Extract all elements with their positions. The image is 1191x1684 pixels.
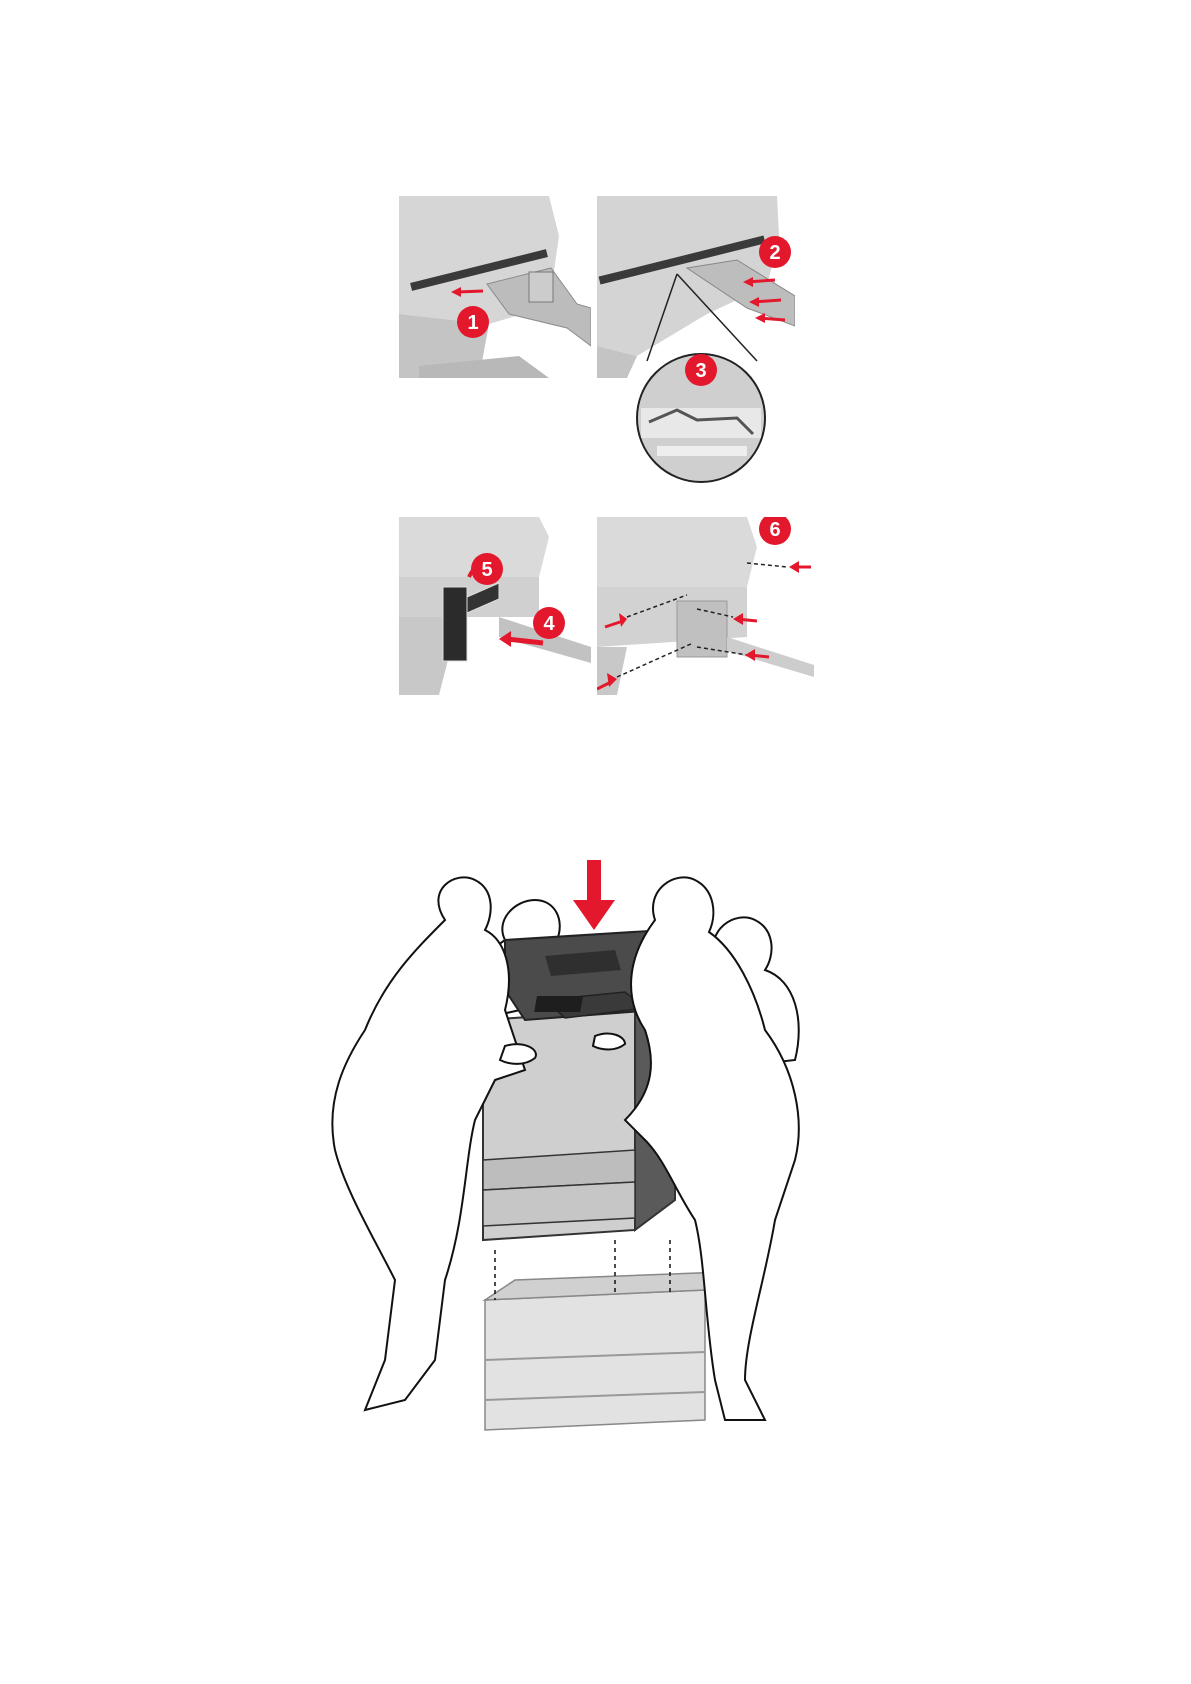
svg-text:1: 1 (467, 312, 478, 334)
figure-step-6: 6 (597, 517, 814, 695)
step-badge-1: 1 (457, 306, 489, 338)
figure-printer-lift (325, 860, 885, 1450)
svg-text:3: 3 (695, 360, 706, 382)
figure-step-1: 1 (399, 196, 591, 378)
tray-cabinet (485, 1272, 725, 1430)
svg-text:6: 6 (769, 519, 780, 541)
figure-step-4-5: 5 4 (399, 517, 591, 695)
step-badge-2: 2 (759, 236, 791, 268)
svg-text:2: 2 (769, 242, 780, 264)
svg-text:5: 5 (481, 559, 492, 581)
svg-text:4: 4 (543, 613, 555, 635)
step-badge-4: 4 (533, 607, 565, 639)
figure-step-2-3: 2 3 (597, 196, 795, 486)
step-badge-5: 5 (471, 553, 503, 585)
step-badge-3: 3 (685, 354, 717, 386)
